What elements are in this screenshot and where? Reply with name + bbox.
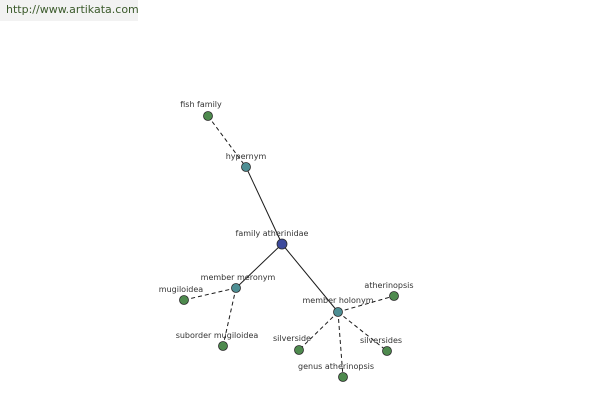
node-label-atherinopsis[interactable]: atherinopsis	[364, 281, 413, 290]
node-label-family-atherinidae[interactable]: family atherinidae	[236, 229, 309, 238]
node-label-mugiloidea[interactable]: mugiloidea	[159, 285, 204, 294]
edge-member-holonym-to-silverside	[298, 311, 339, 351]
nodes-layer	[179, 111, 399, 382]
node-label-hypernym[interactable]: hypernym	[226, 152, 267, 161]
node-member-holonym[interactable]	[333, 307, 343, 317]
edge-family-atherinidae-to-member-meronym	[235, 243, 283, 289]
edge-member-holonym-to-atherinopsis	[337, 295, 395, 313]
node-silverside[interactable]	[294, 345, 304, 355]
url-bar: http://www.artikata.com	[0, 0, 139, 21]
node-family-atherinidae[interactable]	[276, 238, 288, 250]
site-url-link[interactable]: http://www.artikata.com	[6, 3, 139, 16]
edges-layer	[183, 115, 395, 378]
node-label-silversides[interactable]: silversides	[360, 336, 402, 345]
edge-member-holonym-to-genus-atherinopsis	[337, 311, 344, 378]
node-hypernym[interactable]	[241, 162, 251, 172]
edge-member-meronym-to-suborder-mugiloidea	[222, 287, 237, 347]
edge-fish-family-to-hypernym	[207, 115, 247, 168]
node-label-fish-family[interactable]: fish family	[180, 100, 222, 109]
edge-family-atherinidae-to-member-holonym	[281, 243, 339, 313]
node-suborder-mugiloidea[interactable]	[218, 341, 228, 351]
edge-member-meronym-to-mugiloidea	[183, 287, 237, 301]
node-label-suborder-mugiloidea[interactable]: suborder mugiloidea	[176, 331, 259, 340]
node-silversides[interactable]	[382, 346, 392, 356]
node-genus-atherinopsis[interactable]	[338, 372, 348, 382]
labels-layer: fish family hypernym family atherinidae mem…	[159, 100, 414, 371]
node-fish-family[interactable]	[203, 111, 213, 121]
node-label-silverside[interactable]: silverside	[273, 334, 311, 343]
node-atherinopsis[interactable]	[389, 291, 399, 301]
edge-member-holonym-to-silversides	[337, 311, 388, 352]
node-label-member-meronym[interactable]: member meronym	[201, 273, 276, 282]
node-member-meronym[interactable]	[231, 283, 241, 293]
node-label-genus-atherinopsis[interactable]: genus atherinopsis	[298, 362, 374, 371]
node-mugiloidea[interactable]	[179, 295, 189, 305]
node-label-member-holonym[interactable]: member holonym	[302, 296, 373, 305]
edge-hypernym-to-family-atherinidae	[245, 166, 283, 245]
